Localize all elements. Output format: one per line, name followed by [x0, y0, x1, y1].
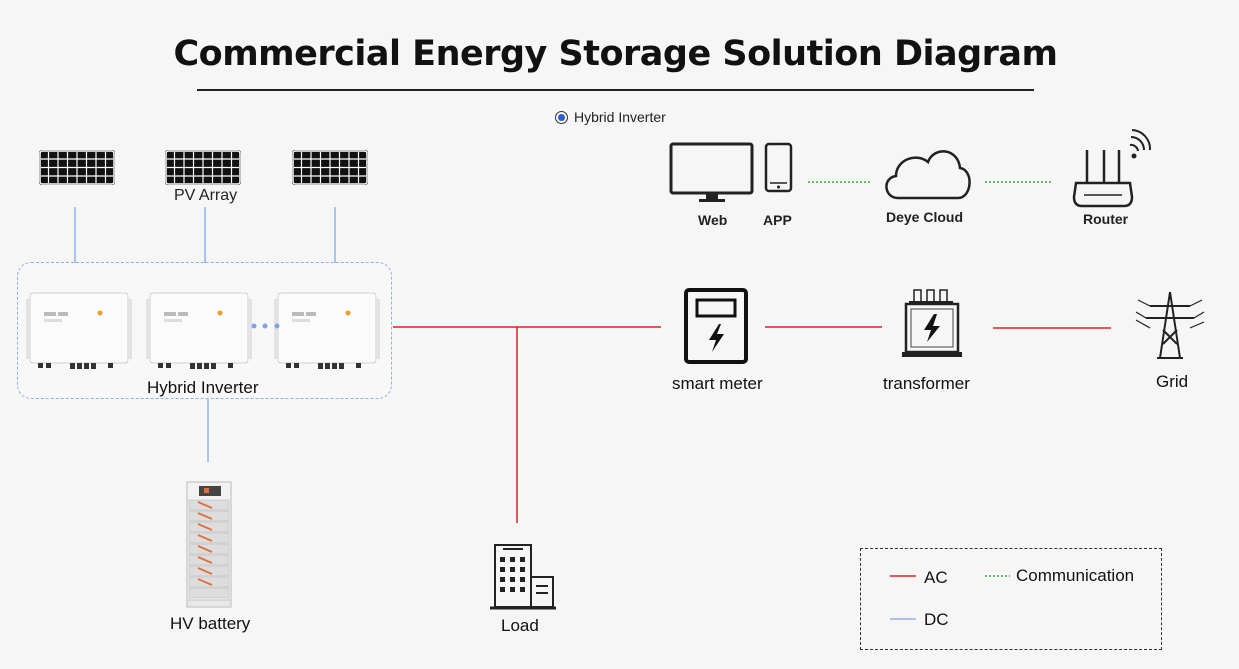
hybrid-inverter-icon	[25, 292, 133, 370]
router-label: Router	[1083, 211, 1129, 227]
hv-battery-icon	[186, 481, 232, 608]
load-label: Load	[501, 616, 539, 635]
load-building-icon	[490, 544, 556, 610]
app-label: APP	[763, 212, 792, 228]
title-underline	[197, 89, 1034, 91]
cloud-icon	[885, 150, 971, 200]
legend-box	[860, 548, 1162, 650]
legend-communication-label: Communication	[1016, 566, 1135, 585]
pv-array-label: PV Array	[174, 187, 238, 204]
transformer-icon	[902, 289, 962, 357]
legend-ac-label: AC	[924, 568, 948, 587]
web-label: Web	[698, 212, 728, 228]
solar-panel-icon	[38, 149, 116, 186]
router-icon	[1072, 129, 1152, 208]
radio-label: Hybrid Inverter	[574, 109, 666, 125]
hybrid-inverter-radio[interactable]: Hybrid Inverter	[555, 109, 666, 125]
app-phone-icon	[764, 142, 793, 193]
dc-lines	[74, 207, 336, 462]
hybrid-inverter-icon	[145, 292, 253, 370]
solar-panel-icon	[291, 149, 369, 186]
ellipsis-dots	[251, 323, 280, 329]
page-title: Commercial Energy Storage Solution Diagr…	[173, 34, 1058, 74]
smart-meter-icon	[684, 288, 748, 364]
hybrid-inverter-icon	[273, 292, 381, 370]
radio-selected-icon[interactable]	[555, 110, 568, 124]
legend-dc-label: DC	[924, 610, 949, 629]
smart-meter-label: smart meter	[672, 374, 763, 393]
ac-lines	[393, 326, 1111, 523]
web-monitor-icon	[669, 142, 754, 202]
transformer-label: transformer	[883, 374, 970, 393]
grid-label: Grid	[1156, 372, 1189, 391]
hv-battery-label: HV battery	[170, 614, 251, 633]
solar-panel-icon	[164, 149, 242, 186]
grid-tower-icon	[1135, 291, 1205, 359]
hybrid-inverter-label: Hybrid Inverter	[147, 378, 259, 397]
deye-cloud-label: Deye Cloud	[886, 209, 964, 225]
